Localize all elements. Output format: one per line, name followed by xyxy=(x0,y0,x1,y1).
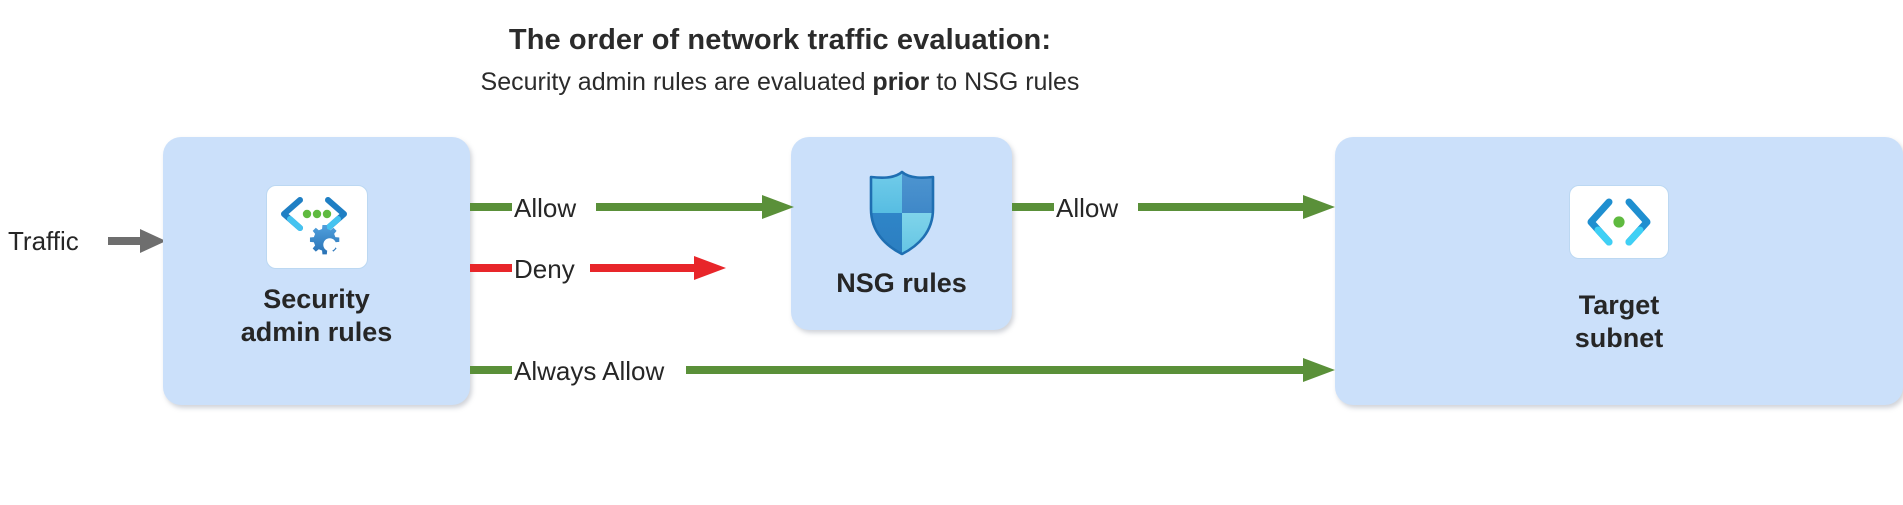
node-security-admin-rules-label: Security admin rules xyxy=(240,284,393,347)
connector-always-allow-label: Always Allow xyxy=(514,356,665,386)
connector-allow-to-target-stub xyxy=(1012,203,1054,211)
node-target-subnet[interactable]: Target subnet xyxy=(1335,137,1903,405)
subtitle-text-bold: prior xyxy=(872,68,930,96)
node-nsg-rules-label: NSG rules xyxy=(836,268,967,298)
traffic-arrow-icon xyxy=(108,229,166,253)
subtitle-text-after: to NSG rules xyxy=(929,68,1080,96)
connector-deny-stub xyxy=(470,264,512,272)
connector-always-allow-line xyxy=(686,366,1306,374)
connector-allow-to-target-arrowhead-icon xyxy=(1303,195,1335,219)
connector-allow-to-nsg-line xyxy=(596,203,766,211)
connector-deny-line xyxy=(590,264,698,272)
connector-allow-to-target-label: Allow xyxy=(1056,193,1119,223)
connector-always-allow-arrowhead-icon xyxy=(1303,358,1335,382)
subtitle-text-before: Security admin rules are evaluated xyxy=(480,68,873,96)
connector-allow-to-nsg-label: Allow xyxy=(514,193,577,223)
page-subtitle: Security admin rules are evaluated prior… xyxy=(0,68,1560,97)
node-security-admin-rules[interactable]: Security admin rules xyxy=(163,137,470,405)
page-title: The order of network traffic evaluation: xyxy=(508,24,1052,56)
connector-deny-arrowhead-icon xyxy=(694,256,726,280)
node-nsg-rules[interactable]: NSG rules xyxy=(791,137,1012,330)
connector-always-allow-stub xyxy=(470,366,512,374)
traffic-label: Traffic xyxy=(8,226,79,256)
shield-icon xyxy=(856,170,948,256)
connector-allow-to-nsg-stub xyxy=(470,203,512,211)
code-brackets-dot-icon xyxy=(1569,185,1669,259)
node-target-subnet-label: Target subnet xyxy=(1574,290,1664,353)
connector-allow-to-nsg-arrowhead-icon xyxy=(762,195,794,219)
connector-deny-label: Deny xyxy=(514,254,575,284)
connector-allow-to-target-line xyxy=(1138,203,1306,211)
code-brackets-gear-icon xyxy=(265,185,368,269)
